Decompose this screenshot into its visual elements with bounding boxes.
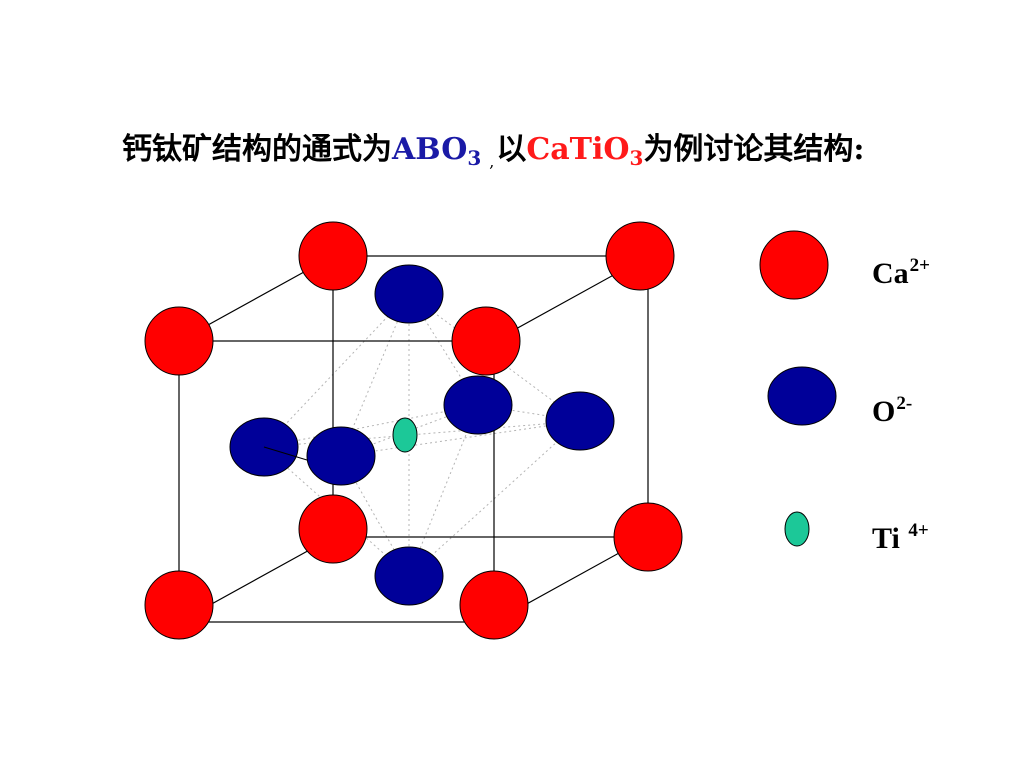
formula-abo3-main: ABO xyxy=(392,132,468,167)
cube-front-face xyxy=(178,340,495,623)
legend-markers xyxy=(759,230,837,547)
formula-catio3-sub: 3 xyxy=(629,146,644,170)
legend-label-o: O2- xyxy=(872,393,912,429)
ca-ion-back-bottom-left xyxy=(298,494,368,564)
legend-ti-ion: Ti xyxy=(872,522,908,555)
formula-abo3-sub: 3 xyxy=(467,146,482,170)
o-ion-front-face xyxy=(306,426,376,486)
formula-abo3: ABO3 xyxy=(392,132,482,170)
legend-ti-charge: 4+ xyxy=(908,520,929,541)
o-ion-bottom-face xyxy=(374,546,444,606)
slide-title: 钙钛矿结构的通式为ABO3,以CaTiO3为例讨论其结构: xyxy=(122,124,982,171)
o-ion-top-face xyxy=(374,264,444,324)
ca-ion-front-bottom-left xyxy=(144,570,214,640)
ca-ion-front-top-left xyxy=(144,306,214,376)
octa-edge xyxy=(263,293,410,448)
legend-label-ti: Ti 4+ xyxy=(872,520,929,556)
title-suffix: 为例讨论其结构: xyxy=(643,132,865,167)
title-comma: , xyxy=(489,152,495,171)
ca-ion-back-top-left xyxy=(298,221,368,291)
formula-catio3: CaTiO3 xyxy=(526,132,644,170)
formula-catio3-main: CaTiO xyxy=(526,132,630,167)
ca-ion-back-bottom-right xyxy=(613,502,683,572)
title-prefix: 钙钛矿结构的通式为 xyxy=(122,132,392,167)
octa-edge xyxy=(263,446,410,577)
ca-ion-front-bottom-right xyxy=(459,570,529,640)
ti-ion-center xyxy=(392,417,418,453)
legend-ca-charge: 2+ xyxy=(909,255,930,276)
ca-ion-front-top-right xyxy=(451,306,521,376)
octa-edge xyxy=(340,420,581,457)
legend-o-charge: 2- xyxy=(896,393,913,414)
legend-ti-marker xyxy=(784,511,810,547)
legend-label-ca: Ca2+ xyxy=(872,255,930,291)
legend-o-marker xyxy=(767,366,837,426)
legend-ca-marker xyxy=(759,230,829,300)
octa-edge xyxy=(408,404,479,577)
legend-o-ion: O xyxy=(872,395,896,428)
cube-back-face xyxy=(332,255,649,538)
o-ion-back-face xyxy=(545,391,615,451)
octa-edge xyxy=(263,404,479,448)
title-middle: 以 xyxy=(496,132,527,167)
o-ion-right-face xyxy=(443,375,513,435)
legend-ca-ion: Ca xyxy=(872,257,909,290)
ca-ion-back-top-right xyxy=(605,221,675,291)
